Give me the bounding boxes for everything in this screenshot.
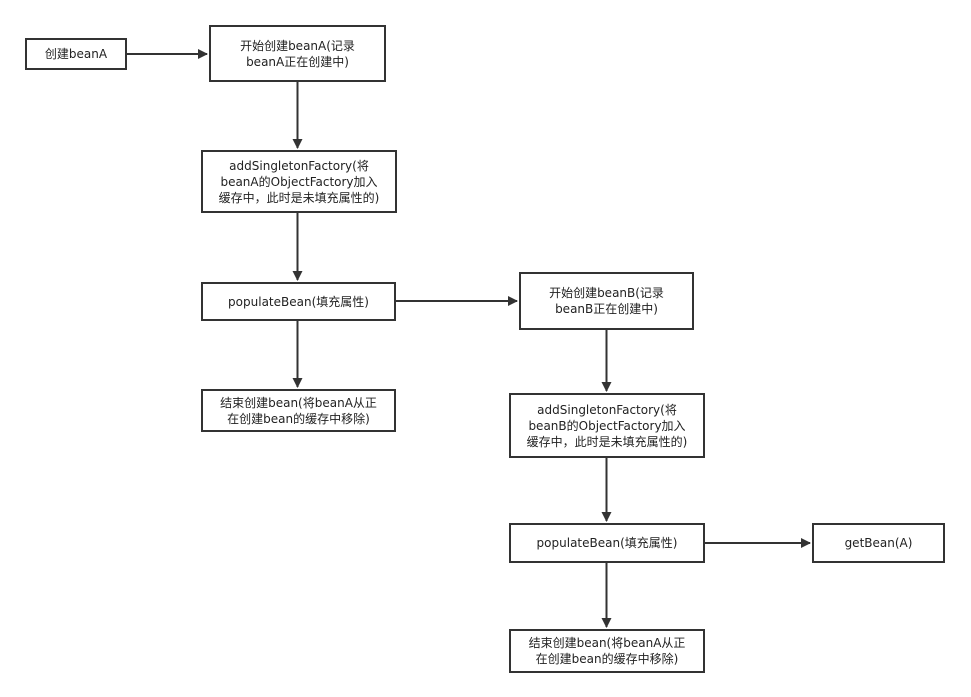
node-label: getBean(A) xyxy=(844,536,913,550)
node-start-creating-bean-a[interactable]: 开始创建beanA(记录 beanA正在创建中) xyxy=(209,25,386,82)
node-label: populateBean(填充属性) xyxy=(228,294,369,309)
node-label: 开始创建beanB(记录 beanB正在创建中) xyxy=(549,286,664,316)
node-add-singleton-factory-b[interactable]: addSingletonFactory(将 beanB的ObjectFactor… xyxy=(509,393,705,458)
node-label: 结束创建bean(将beanA从正 在创建bean的缓存中移除) xyxy=(220,395,377,426)
node-start-creating-bean-b[interactable]: 开始创建beanB(记录 beanB正在创建中) xyxy=(519,272,694,330)
node-end-creating-bean-b[interactable]: 结束创建bean(将beanA从正 在创建bean的缓存中移除) xyxy=(509,629,705,673)
node-add-singleton-factory-a[interactable]: addSingletonFactory(将 beanA的ObjectFactor… xyxy=(201,150,397,213)
node-populate-bean-b[interactable]: populateBean(填充属性) xyxy=(509,523,705,563)
node-label: addSingletonFactory(将 beanB的ObjectFactor… xyxy=(526,402,688,449)
node-label: 开始创建beanA(记录 beanA正在创建中) xyxy=(240,38,355,69)
node-label: 创建beanA xyxy=(44,47,108,61)
node-populate-bean-a[interactable]: populateBean(填充属性) xyxy=(201,282,396,321)
node-get-bean-a[interactable]: getBean(A) xyxy=(812,523,945,563)
node-label: populateBean(填充属性) xyxy=(536,536,678,550)
node-end-creating-bean-a[interactable]: 结束创建bean(将beanA从正 在创建bean的缓存中移除) xyxy=(201,389,396,432)
node-create-bean-a[interactable]: 创建beanA xyxy=(25,38,127,70)
node-label: addSingletonFactory(将 beanA的ObjectFactor… xyxy=(218,158,380,205)
node-label: 结束创建bean(将beanA从正 在创建bean的缓存中移除) xyxy=(528,636,686,666)
